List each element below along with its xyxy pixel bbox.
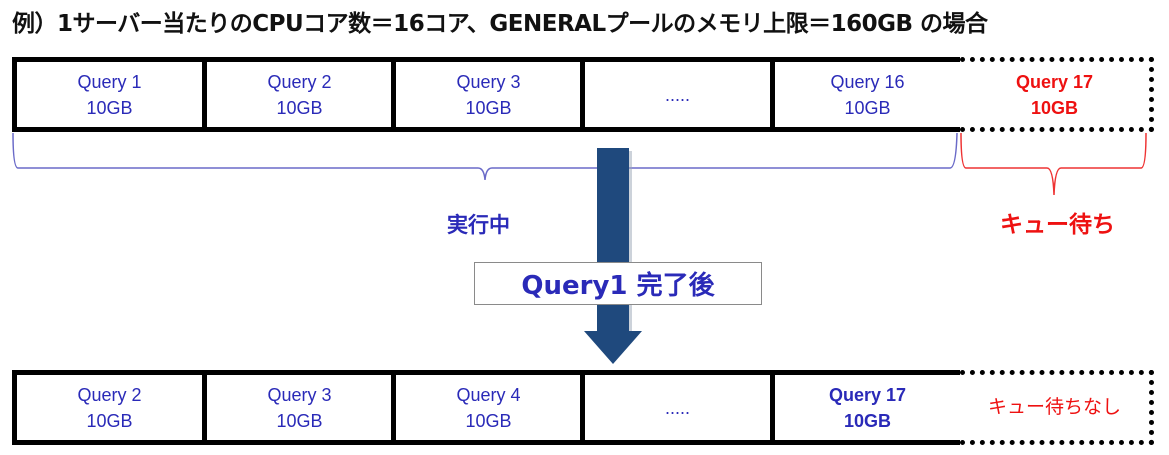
query-cell: Query 3 10GB (391, 57, 586, 132)
query-cell: Query 2 10GB (12, 370, 207, 445)
query-size: 10GB (844, 97, 891, 118)
running-label: 実行中 (447, 213, 510, 237)
query-size: 10GB (465, 97, 512, 118)
queued-brace (960, 132, 1147, 196)
ellipsis: ..... (664, 84, 690, 105)
query-cell: Query 17 10GB (770, 370, 965, 445)
ellipsis-cell: ..... (580, 370, 775, 445)
query-cell: Query 1 10GB (12, 57, 207, 132)
query-name: Query 2 (267, 71, 332, 92)
queued-label: キュー待ち (1000, 212, 1115, 238)
query-name: Query 1 (77, 71, 142, 92)
query-name: Query 4 (456, 384, 521, 405)
after-row: Query 2 10GB Query 3 10GB Query 4 10GB .… (12, 370, 1154, 445)
diagram-title: 例）1サーバー当たりのCPUコア数＝16コア、GENERALプールのメモリ上限＝… (12, 11, 988, 37)
query-size: 10GB (276, 410, 323, 431)
queued-query-cell: Query 17 10GB (960, 57, 1154, 132)
query-cell: Query 3 10GB (202, 370, 397, 445)
query-name: Query 2 (77, 384, 142, 405)
running-brace (12, 132, 958, 181)
transition-label: Query1 完了後 (474, 262, 762, 305)
query-name: Query 17 (828, 384, 907, 405)
query-size: 10GB (1030, 97, 1079, 118)
query-size: 10GB (86, 97, 133, 118)
query-cell: Query 2 10GB (202, 57, 397, 132)
down-arrow-icon (584, 148, 642, 364)
query-size: 10GB (465, 410, 512, 431)
query-size: 10GB (86, 410, 133, 431)
no-queue-cell: キュー待ちなし (960, 370, 1154, 445)
query-size: 10GB (843, 410, 892, 431)
query-name: Query 17 (1015, 71, 1094, 92)
query-name: Query 3 (456, 71, 521, 92)
query-size: 10GB (276, 97, 323, 118)
ellipsis-cell: ..... (580, 57, 775, 132)
before-row: Query 1 10GB Query 2 10GB Query 3 10GB .… (12, 57, 1154, 132)
no-queue-label: キュー待ちなし (987, 396, 1121, 418)
query-cell: Query 4 10GB (391, 370, 586, 445)
query-name: Query 3 (267, 384, 332, 405)
ellipsis: ..... (664, 397, 690, 418)
query-name: Query 16 (830, 71, 905, 92)
query-cell: Query 16 10GB (770, 57, 965, 132)
